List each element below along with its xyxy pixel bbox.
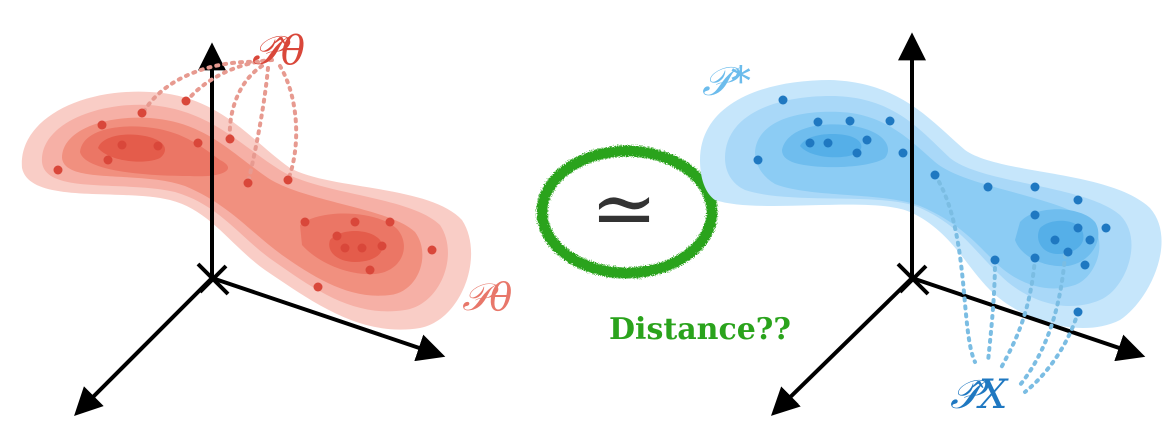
blue-point [1073,307,1083,317]
right-origin-tick-2 [898,264,928,294]
red-point [300,217,310,227]
red-point [385,217,395,227]
blue-true-label: 𝒫* [702,59,751,105]
blue-point [1101,223,1111,233]
blue-point [1080,260,1090,270]
blue-connector [933,173,977,364]
red-point [193,138,203,148]
right-axis-x [911,276,1146,362]
red-point [117,140,127,150]
blue-connector [998,256,1037,372]
blue-sample-connectors [933,173,1080,394]
center-panel: ≃ Distance?? [536,145,791,347]
red-density-blob [21,91,472,330]
blue-connector [1018,253,1067,387]
red-point [313,282,323,292]
red-point [243,178,253,188]
left-axis-y [74,276,214,416]
red-point [103,155,113,165]
red-point [350,217,360,227]
red-point [153,141,163,151]
blue-point [1085,235,1095,245]
red-model-label: 𝒫θ [462,275,512,319]
blue-point [983,182,993,192]
right-axes [770,32,1146,416]
red-connector [140,59,260,117]
right-panel: 𝒫* 𝒫̂X [700,32,1162,418]
green-rough-circle [536,145,718,279]
blue-connector [1023,310,1080,394]
red-point [53,165,63,175]
blue-density-blob [700,80,1162,329]
red-point [340,243,350,253]
blue-point [753,155,763,165]
blue-point [805,138,815,148]
blue-point [1073,195,1083,205]
blue-connector [986,258,997,364]
red-sample-connectors [140,58,299,185]
red-point [181,96,191,106]
red-point [427,245,437,255]
blue-point [1030,182,1040,192]
blue-point [845,116,855,126]
red-sample-points [53,96,437,292]
left-origin-tick-2 [198,264,228,294]
blue-point [778,95,788,105]
left-panel: 𝒫̂θ 𝒫θ [21,28,512,416]
blue-point [885,116,895,126]
blue-point [823,138,833,148]
blue-point [1063,247,1073,257]
red-point [283,175,293,185]
red-point [357,243,367,253]
blue-point [930,170,940,180]
right-axis-y [770,276,914,416]
distance-question: Distance?? [609,312,791,347]
approx-equal-symbol: ≃ [590,162,657,255]
red-point [365,265,375,275]
blue-sample-points [753,95,1111,317]
blue-density-core2 [1038,220,1084,254]
blue-point [1030,253,1040,263]
blue-sample-label: 𝒫̂X [950,372,1009,418]
left-axes [74,42,446,416]
red-point [377,241,387,251]
blue-point [1030,210,1040,220]
blue-point [862,135,872,145]
red-connector [246,66,270,185]
blue-point [852,148,862,158]
red-sample-label: 𝒫̂θ [252,28,305,74]
red-point [225,134,235,144]
left-axis-x [211,276,446,362]
blue-point [813,117,823,127]
blue-point [898,148,908,158]
blue-point [990,255,1000,265]
red-point [332,231,342,241]
red-point [97,120,107,130]
blue-point [1050,235,1060,245]
red-connector [227,64,264,142]
red-connector [278,64,299,182]
red-density-core1 [98,134,165,162]
blue-point [1073,223,1083,233]
red-density-core2 [329,231,383,262]
red-connector [184,58,274,104]
red-point [137,108,147,118]
